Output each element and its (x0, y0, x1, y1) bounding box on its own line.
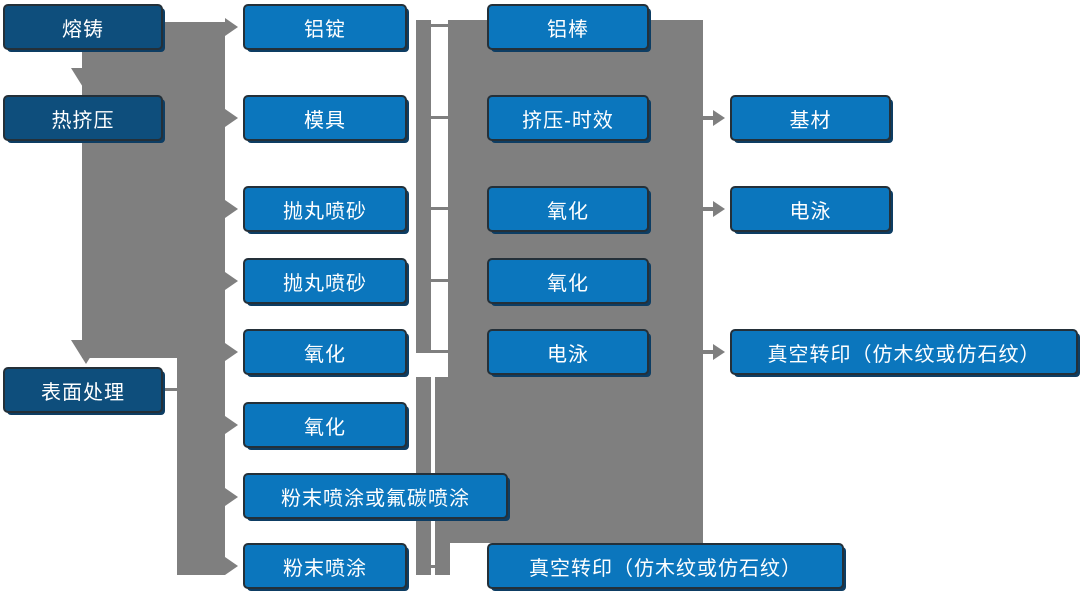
surface-treatment-link-line (163, 388, 177, 391)
node-powder-coating: 粉末喷涂 (243, 543, 407, 589)
node-surface-treatment: 表面处理 (3, 367, 163, 413)
node-hot-extrusion: 热挤压 (3, 95, 163, 141)
node-vacuum-transfer-right: 真空转印（仿木纹或仿石纹） (730, 329, 1078, 375)
node-mold: 模具 (243, 95, 407, 141)
arrow-to-mold (225, 109, 238, 127)
node-oxidation-col3-2: 氧化 (487, 258, 649, 304)
node-oxidation-col2-2: 氧化 (243, 402, 407, 448)
node-melting-casting: 熔铸 (3, 4, 163, 50)
mid-bus-upper-connector (416, 20, 431, 353)
arrow-to-shot-blasting-1 (225, 200, 238, 218)
arrow-to-shot-blasting-2 (225, 272, 238, 290)
node-aluminum-rod: 铝棒 (487, 4, 649, 50)
arrow-down-to-surface-treatment (71, 340, 101, 364)
bridge-line-row1 (431, 24, 448, 27)
main-bus-connector (82, 22, 225, 358)
node-substrate: 基材 (730, 95, 891, 141)
node-oxidation-col2-1: 氧化 (243, 329, 407, 375)
bridge-line-row5 (431, 350, 448, 353)
arrow-to-powder-or-fluorocarbon (225, 488, 238, 506)
bridge-line-row3 (431, 207, 448, 210)
node-electrophoresis-col4: 电泳 (730, 186, 891, 232)
node-electrophoresis-col3: 电泳 (487, 329, 649, 375)
arrow-tail-to-substrate (703, 116, 713, 120)
arrow-down-to-hot-extrusion (71, 68, 101, 92)
node-extrusion-aging: 挤压-时效 (487, 95, 649, 141)
arrow-to-substrate (713, 110, 725, 126)
arrow-tail-to-vacuum-transfer (703, 350, 713, 354)
arrow-to-aluminum-ingot (225, 18, 238, 36)
node-shot-blasting-2: 抛丸喷砂 (243, 258, 407, 304)
bridge-line-row2 (431, 116, 448, 119)
bridge-line-row4 (431, 279, 448, 282)
node-oxidation-col3-1: 氧化 (487, 186, 649, 232)
arrow-to-electrophoresis (713, 201, 725, 217)
arrow-to-vacuum-transfer (713, 344, 725, 360)
arrow-to-oxidation-2 (225, 416, 238, 434)
arrow-to-oxidation-1 (225, 343, 238, 361)
node-aluminum-ingot: 铝锭 (243, 4, 407, 50)
bridge-line-row8 (431, 565, 443, 568)
node-shot-blasting-1: 抛丸喷砂 (243, 186, 407, 232)
node-vacuum-transfer-bottom: 真空转印（仿木纹或仿石纹） (487, 543, 844, 589)
arrow-to-powder-coating (225, 557, 238, 575)
surface-treatment-bus-connector (177, 358, 225, 575)
node-powder-or-fluorocarbon-coating: 粉末喷涂或氟碳喷涂 (243, 473, 508, 519)
arrow-tail-to-electrophoresis (703, 207, 713, 211)
